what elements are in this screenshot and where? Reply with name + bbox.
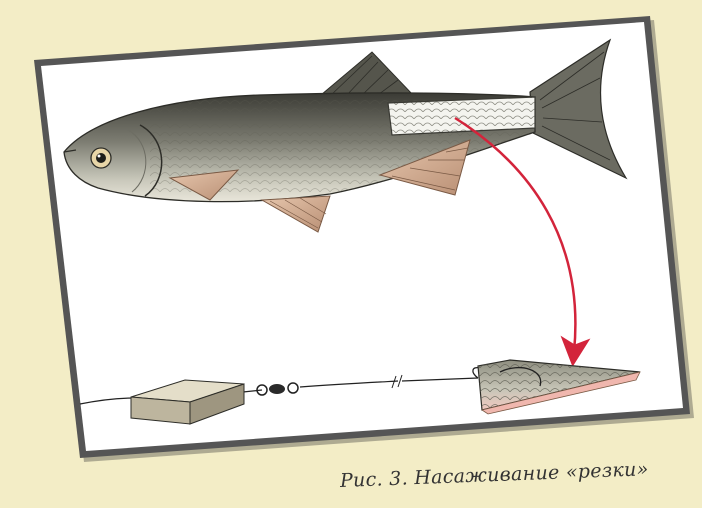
cut-strip <box>388 97 535 135</box>
